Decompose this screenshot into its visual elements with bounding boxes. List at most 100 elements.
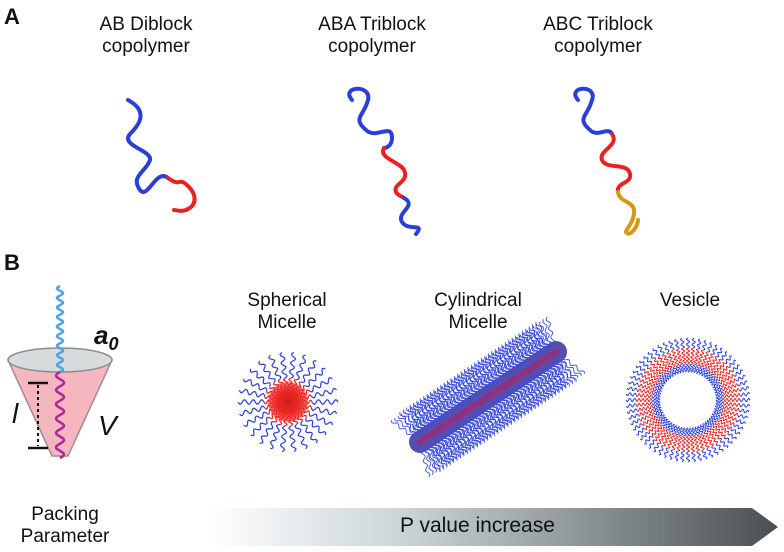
vesicle-inner-head bbox=[707, 373, 714, 382]
sphere-corona-chain bbox=[269, 423, 280, 450]
vesicle-inner-head bbox=[651, 394, 661, 400]
sphere-core-chain bbox=[283, 377, 290, 397]
vesicle-inner-head bbox=[679, 364, 685, 373]
cylinder-corona-chain bbox=[525, 379, 536, 408]
panel-b-letter: B bbox=[4, 250, 20, 275]
vesicle-inner-tail bbox=[700, 432, 707, 442]
cylinder-corona-chain bbox=[478, 411, 489, 439]
vesicle-outer-tail bbox=[636, 406, 646, 413]
vesicle-outer-tail bbox=[731, 392, 741, 398]
sphere-core-chain bbox=[278, 407, 287, 425]
cylinder-corona-chain bbox=[553, 361, 563, 390]
cylinder-corona-chain bbox=[445, 384, 469, 402]
vesicle-inner-tail bbox=[689, 355, 695, 365]
sphere-corona-chain bbox=[268, 354, 282, 380]
vesicle-outer-head bbox=[738, 386, 750, 392]
vesicle-outer-head bbox=[739, 392, 751, 397]
vesicle-outer-head bbox=[648, 439, 656, 449]
vesicle-outer-tail bbox=[644, 370, 653, 376]
cylinder-corona-chain bbox=[542, 319, 553, 347]
cylinder-corona-chain bbox=[421, 399, 445, 417]
cylinder-corona-chain bbox=[508, 391, 519, 419]
cylinder-corona-chain bbox=[427, 445, 438, 473]
vesicle-outer-tail bbox=[690, 347, 695, 357]
vesicle-outer-tail bbox=[637, 383, 647, 389]
vesicle-outer-head bbox=[730, 428, 741, 435]
vesicle-inner-head bbox=[712, 381, 721, 389]
cylinder-corona-chain bbox=[561, 356, 586, 374]
vesicle-outer-tail bbox=[658, 435, 664, 444]
hydrophobic-tail-wave bbox=[54, 370, 66, 460]
cylinder-corona-chain bbox=[397, 415, 421, 433]
vesicle-outer-head bbox=[644, 435, 652, 445]
cylinder-corona-chain bbox=[481, 409, 492, 437]
vesicle-outer-head bbox=[647, 351, 656, 360]
sphere-core-chain bbox=[266, 403, 284, 415]
vesicle-outer-head bbox=[735, 419, 746, 425]
aba-triblock-title-line2: copolymer bbox=[328, 36, 416, 57]
vesicle-outer-head bbox=[720, 351, 728, 361]
cylinder-corona-chain bbox=[390, 420, 415, 438]
vesicle-inner-tail bbox=[685, 435, 691, 445]
vesicle-inner-head bbox=[714, 387, 723, 394]
ab-diblock-title-line1: AB Diblock bbox=[99, 14, 193, 35]
sphere-core-chain bbox=[290, 406, 304, 423]
vesicle-outer-tail bbox=[646, 366, 655, 373]
vesicle-outer-tail bbox=[711, 436, 719, 444]
vesicle-inner-tail bbox=[723, 401, 733, 407]
cylinder-corona-chain bbox=[516, 336, 540, 354]
cylinder-corona-chain bbox=[435, 390, 459, 408]
vesicle-inner-tail bbox=[674, 433, 679, 443]
cylinder-corona-chain bbox=[434, 440, 444, 469]
vesicle-outer-tail bbox=[730, 407, 740, 412]
sphere-corona-chain bbox=[296, 354, 307, 381]
cylinder-corona-chain bbox=[447, 431, 458, 460]
cylinder-corona-chain bbox=[471, 415, 482, 444]
vesicle-outer-tail bbox=[698, 441, 705, 451]
vesicle-outer-tail bbox=[708, 353, 713, 362]
cylinder-corona-chain bbox=[499, 348, 523, 366]
sphere-corona-chain bbox=[243, 378, 268, 391]
cylinder-corona-chain bbox=[482, 359, 506, 377]
cylinder-corona-chain bbox=[452, 379, 476, 397]
aba-triblock-title-line1: ABA Triblock bbox=[318, 14, 426, 35]
cylindrical-micelle-label: Cylindrical Micelle bbox=[408, 290, 548, 334]
vesicle-inner-head bbox=[659, 416, 667, 424]
vesicle-inner-tail bbox=[723, 393, 733, 399]
vesicle-inner-head bbox=[672, 366, 679, 375]
vesicle-outer-head bbox=[685, 337, 691, 349]
sphere-corona-chain bbox=[300, 421, 318, 444]
sphere-corona-chain bbox=[249, 368, 271, 387]
vesicle-inner-head bbox=[653, 406, 662, 413]
vesicle-outer-head bbox=[668, 340, 675, 351]
sphere-core-chain bbox=[292, 389, 310, 401]
vesicle-outer-head bbox=[730, 364, 740, 373]
panel-a-letter: A bbox=[4, 4, 20, 29]
vesicle-outer-tail bbox=[667, 440, 673, 449]
cylinder-corona-chain bbox=[455, 377, 479, 395]
vesicle-outer-head bbox=[628, 381, 639, 386]
vesicle-outer-head bbox=[639, 360, 649, 368]
sphere-corona-chain bbox=[238, 388, 266, 398]
sphere-corona-chain bbox=[288, 351, 297, 379]
vesicle-outer-tail bbox=[663, 438, 668, 447]
vesicle-outer-tail bbox=[675, 348, 682, 358]
vesicle-outer-tail bbox=[703, 440, 710, 449]
vesicle-inner-head bbox=[710, 415, 719, 421]
vesicle-outer-tail bbox=[637, 410, 647, 417]
cylinder-corona-chain bbox=[454, 427, 465, 455]
cylinder-corona-chain bbox=[498, 397, 509, 426]
sphere-core-chain bbox=[274, 406, 285, 423]
vesicle-label: Vesicle bbox=[640, 290, 740, 312]
sphere-corona-chain bbox=[250, 416, 271, 437]
vesicle-outer-tail bbox=[685, 443, 691, 453]
vesicle-inner-head bbox=[713, 409, 722, 415]
vesicle-outer-head bbox=[691, 337, 696, 349]
vesicle-outer-head bbox=[625, 403, 637, 408]
cylinder-corona-chain bbox=[404, 411, 428, 429]
vesicle-outer-head bbox=[633, 423, 643, 431]
vesicle-inner-head bbox=[669, 367, 677, 376]
abc-triblock-title-line2: copolymer bbox=[554, 36, 642, 57]
cylinder-corona-chain bbox=[462, 372, 486, 390]
cylinder-corona-chain bbox=[468, 418, 478, 446]
